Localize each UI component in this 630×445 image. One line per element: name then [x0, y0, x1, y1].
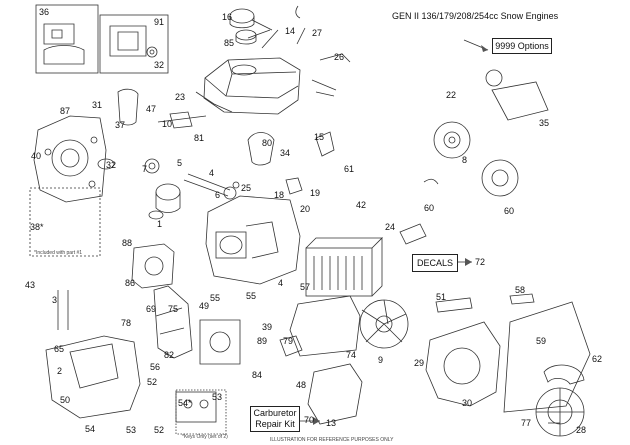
callout-2: 2 — [57, 366, 63, 376]
included-note: *Included with part #1 — [34, 250, 83, 256]
callout-55-b: 55 — [246, 291, 257, 301]
callout-70: 70 — [304, 415, 315, 425]
callout-79: 79 — [283, 336, 294, 346]
decals-box: DECALS — [412, 254, 458, 272]
callout-89: 89 — [257, 336, 268, 346]
callout-4: 4 — [278, 278, 284, 288]
callout-91: 91 — [154, 17, 165, 27]
callout-77: 77 — [521, 418, 532, 428]
callout-49: 49 — [199, 301, 210, 311]
callout-8: 8 — [462, 155, 468, 165]
callout-61: 61 — [344, 164, 355, 174]
callout-56: 56 — [150, 362, 161, 372]
gasket-kit-box-36 — [35, 4, 99, 74]
callout-80: 80 — [262, 138, 273, 148]
callout-82: 82 — [164, 350, 175, 360]
carb-box-line1: Carburetor — [253, 408, 297, 418]
callout-54-box: 54* — [178, 398, 192, 408]
options-box: 9999 Options — [492, 38, 552, 54]
callout-53: 53 — [126, 425, 137, 435]
callout-43: 43 — [25, 280, 36, 290]
callout-85: 85 — [224, 38, 235, 48]
callout-7: 7 — [142, 164, 148, 174]
callout-40: 40 — [31, 151, 42, 161]
callout-55-a: 55 — [210, 293, 221, 303]
callout-78: 78 — [121, 318, 132, 328]
callout-59: 59 — [536, 336, 547, 346]
callout-24: 24 — [385, 222, 396, 232]
callout-87: 87 — [60, 106, 71, 116]
callout-42: 42 — [356, 200, 367, 210]
callout-65: 65 — [54, 344, 65, 354]
callout-60-right: 60 — [504, 206, 515, 216]
callout-86: 86 — [125, 278, 136, 288]
decals-label: DECALS — [416, 258, 453, 268]
callout-26: 26 — [334, 52, 345, 62]
callout-37: 37 — [115, 120, 126, 130]
callout-13: 13 — [326, 418, 337, 428]
callout-32-cam: 32 — [106, 160, 117, 170]
callout-25: 25 — [241, 183, 252, 193]
callout-1: 1 — [157, 219, 163, 229]
callout-4-top: 4 — [209, 168, 215, 178]
callout-81: 81 — [194, 133, 205, 143]
callout-16: 16 — [222, 12, 233, 22]
callout-84: 84 — [252, 370, 263, 380]
callout-50: 50 — [60, 395, 71, 405]
callout-3: 3 — [52, 295, 58, 305]
options-label: 9999 Options — [495, 41, 549, 51]
callout-35: 35 — [539, 118, 550, 128]
callout-14: 14 — [285, 26, 296, 36]
callout-52-b: 52 — [154, 425, 165, 435]
callout-58: 58 — [515, 285, 526, 295]
callout-74: 74 — [346, 350, 357, 360]
callout-15: 15 — [314, 132, 325, 142]
callout-31: 31 — [92, 100, 103, 110]
callout-29: 29 — [414, 358, 425, 368]
callout-75: 75 — [168, 304, 179, 314]
callout-62: 62 — [592, 354, 603, 364]
callout-39: 39 — [262, 322, 273, 332]
callout-30: 30 — [462, 398, 473, 408]
callout-48: 48 — [296, 380, 307, 390]
callout-20: 20 — [300, 204, 311, 214]
callout-53-box: 53 — [212, 392, 223, 402]
callout-36: 36 — [39, 7, 50, 17]
callout-72: 72 — [475, 257, 486, 267]
callout-57: 57 — [300, 282, 311, 292]
callout-32: 32 — [154, 60, 165, 70]
callout-22: 22 — [446, 90, 457, 100]
diagram-title: GEN II 136/179/208/254cc Snow Engines — [392, 11, 559, 21]
callout-38: 38* — [30, 222, 44, 232]
callout-88: 88 — [122, 238, 133, 248]
footer-note: ILLUSTRATION FOR REFERENCE PURPOSES ONLY — [270, 437, 394, 443]
callout-52: 52 — [147, 377, 158, 387]
callout-10: 10 — [162, 119, 173, 129]
callout-60-left: 60 — [424, 203, 435, 213]
callout-6: 6 — [215, 190, 221, 200]
callout-5: 5 — [177, 158, 183, 168]
callout-28: 28 — [576, 425, 587, 435]
callout-51: 51 — [436, 292, 447, 302]
gasket-kit-box-91 — [99, 14, 169, 74]
callout-34: 34 — [280, 148, 291, 158]
callout-27: 27 — [312, 28, 323, 38]
carburetor-repair-kit-box: Carburetor Repair Kit — [250, 406, 300, 432]
callout-9: 9 — [378, 355, 384, 365]
callout-54: 54 — [85, 424, 96, 434]
keys-note: *Keys Only (set of 2) — [182, 434, 228, 440]
callout-19: 19 — [310, 188, 321, 198]
callout-23: 23 — [175, 92, 186, 102]
callout-69: 69 — [146, 304, 157, 314]
callout-47: 47 — [146, 104, 157, 114]
carb-box-line2: Repair Kit — [255, 419, 295, 429]
callout-18: 18 — [274, 190, 285, 200]
